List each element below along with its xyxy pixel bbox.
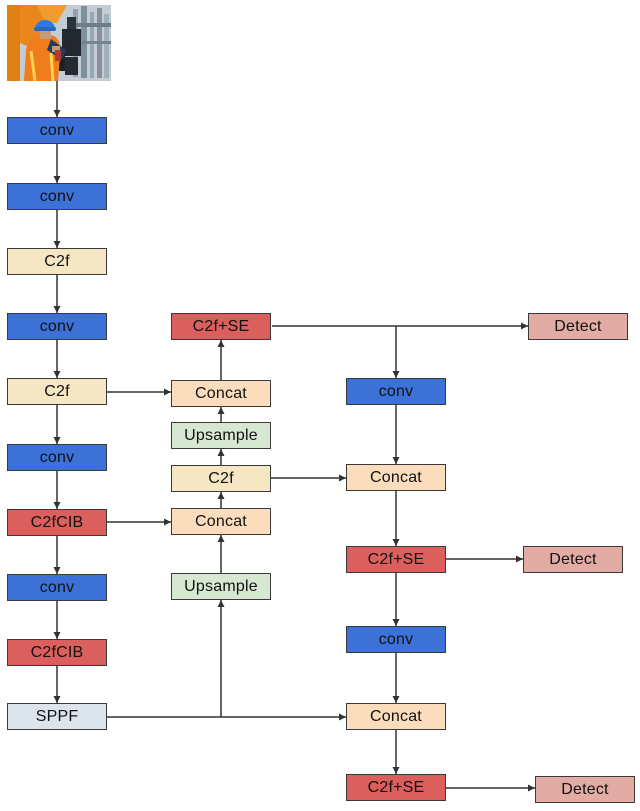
node-neck-upsample-1: Upsample — [171, 422, 271, 449]
node-backbone-c2fcib-1: C2fCIB — [7, 509, 107, 536]
node-neck-c2fse: C2f+SE — [171, 313, 271, 340]
node-backbone-c2f-1: C2f — [7, 248, 107, 275]
node-head-concat-2: Concat — [346, 703, 446, 730]
node-head-conv-1: conv — [346, 378, 446, 405]
node-head-c2fse-2: C2f+SE — [346, 774, 446, 801]
node-backbone-sppf: SPPF — [7, 703, 107, 730]
worker-photo-illustration — [7, 5, 111, 81]
node-neck-concat-1: Concat — [171, 380, 271, 407]
node-neck-concat-2: Concat — [171, 508, 271, 535]
node-neck-upsample-2: Upsample — [171, 573, 271, 600]
node-head-concat-1: Concat — [346, 464, 446, 491]
node-backbone-conv-1: conv — [7, 117, 107, 144]
node-detect-3: Detect — [535, 776, 635, 803]
node-detect-1: Detect — [528, 313, 628, 340]
node-backbone-c2f-2: C2f — [7, 378, 107, 405]
input-image — [7, 5, 111, 81]
node-backbone-conv-4: conv — [7, 444, 107, 471]
node-head-c2fse-1: C2f+SE — [346, 546, 446, 573]
node-backbone-conv-2: conv — [7, 183, 107, 210]
node-neck-c2f: C2f — [171, 465, 271, 492]
node-head-conv-2: conv — [346, 626, 446, 653]
node-backbone-conv-5: conv — [7, 574, 107, 601]
head-edges — [392, 405, 535, 792]
node-backbone-c2fcib-2: C2fCIB — [7, 639, 107, 666]
node-backbone-conv-3: conv — [7, 313, 107, 340]
node-detect-2: Detect — [523, 546, 623, 573]
